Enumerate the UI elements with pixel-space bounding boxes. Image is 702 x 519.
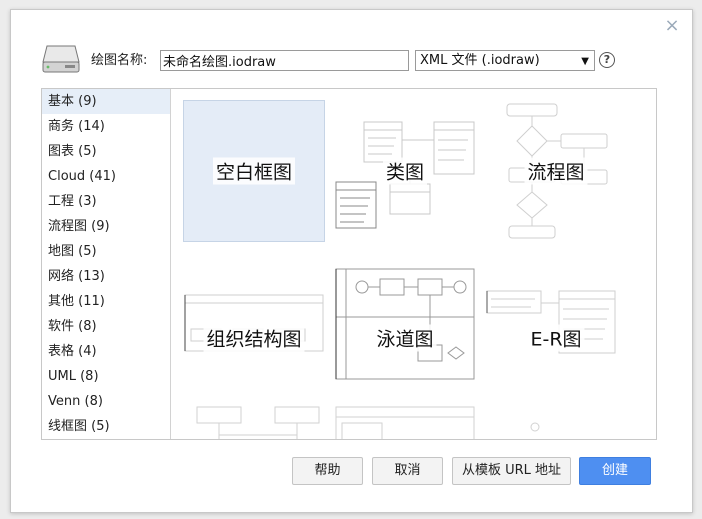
category-item-business[interactable]: 商务 (14): [48, 119, 105, 134]
cancel-button[interactable]: 取消: [372, 457, 443, 485]
close-icon[interactable]: ×: [664, 15, 680, 36]
file-type-value: XML 文件 (.iodraw): [420, 53, 540, 68]
category-item-wireframes[interactable]: 线框图 (5): [48, 419, 110, 434]
template-er-diagram[interactable]: E-R图: [485, 267, 627, 409]
category-item-engineering[interactable]: 工程 (3): [48, 194, 97, 209]
template-class-diagram[interactable]: 类图: [334, 100, 476, 242]
category-item-venn[interactable]: Venn (8): [48, 394, 103, 409]
category-item-maps[interactable]: 地图 (5): [48, 244, 97, 259]
category-item-flowchart[interactable]: 流程图 (9): [48, 219, 110, 234]
help-icon[interactable]: ?: [599, 52, 615, 68]
template-sketch[interactable]: [485, 401, 627, 439]
template-wireframe[interactable]: [334, 401, 476, 439]
sketch-thumbnail: [530, 422, 540, 432]
category-list: 基本 (9) 商务 (14) 图表 (5) Cloud (41) 工程 (3) …: [42, 89, 171, 439]
category-item-network[interactable]: 网络 (13): [48, 269, 105, 284]
category-item-cloud[interactable]: Cloud (41): [48, 169, 116, 184]
uml-object-thumbnail: [196, 406, 320, 439]
create-button[interactable]: 创建: [579, 457, 651, 485]
class-diagram-thumbnail: [335, 121, 475, 229]
template-label: 泳道图: [373, 324, 437, 352]
file-type-select[interactable]: XML 文件 (.iodraw) ▼: [415, 50, 595, 71]
category-item-tables[interactable]: 表格 (4): [48, 344, 97, 359]
template-label: 流程图: [524, 157, 588, 185]
swimlane-thumbnail: [335, 268, 475, 380]
from-template-url-button[interactable]: 从模板 URL 地址: [452, 457, 571, 485]
category-item-charts[interactable]: 图表 (5): [48, 144, 97, 159]
dropdown-arrow-icon: ▼: [581, 56, 589, 67]
category-item-software[interactable]: 软件 (8): [48, 319, 97, 334]
template-grid: 空白框图 类图: [172, 89, 656, 439]
template-label: 类图: [382, 157, 428, 185]
category-item-uml[interactable]: UML (8): [48, 369, 99, 384]
hard-drive-icon: [42, 45, 80, 73]
diagram-name-input[interactable]: [160, 50, 409, 71]
template-blank-diagram[interactable]: 空白框图: [183, 100, 325, 242]
diagram-name-label: 绘图名称:: [91, 53, 148, 68]
category-item-basic[interactable]: 基本 (9): [42, 89, 170, 114]
template-flowchart[interactable]: 流程图: [485, 100, 627, 242]
template-uml-object[interactable]: [183, 401, 325, 439]
category-item-other[interactable]: 其他 (11): [48, 294, 105, 309]
template-label: 空白框图: [212, 157, 296, 185]
template-label: 组织结构图: [203, 324, 305, 352]
template-swimlane[interactable]: 泳道图: [334, 267, 476, 409]
template-label: E-R图: [527, 324, 585, 352]
template-org-chart[interactable]: 组织结构图: [183, 267, 325, 409]
wireframe-thumbnail: [335, 406, 475, 439]
help-button[interactable]: 帮助: [292, 457, 363, 485]
template-panel: 基本 (9) 商务 (14) 图表 (5) Cloud (41) 工程 (3) …: [41, 88, 657, 440]
